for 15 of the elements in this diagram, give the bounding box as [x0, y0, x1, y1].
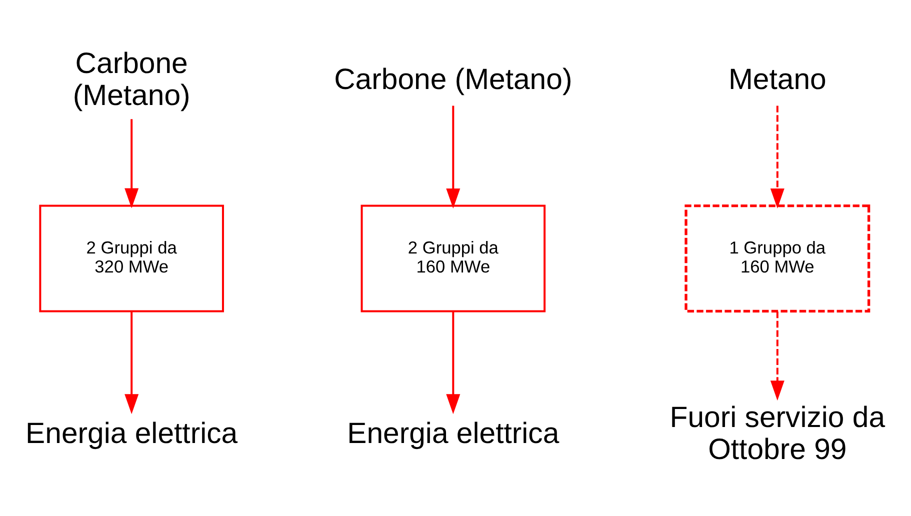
arrow: [124, 311, 139, 414]
arrow: [446, 311, 460, 414]
node-text: Fuori servizio da Ottobre 99: [670, 400, 886, 466]
arrow: [446, 105, 460, 208]
node-text: Carbone (Metano): [72, 46, 190, 112]
node-text: Energia elettrica: [26, 416, 238, 450]
node-box: 2 Gruppi da 320 MWe: [39, 204, 224, 312]
arrow: [124, 118, 139, 208]
node-box: 1 Gruppo da 160 MWe: [684, 204, 870, 312]
node-box: 2 Gruppi da 160 MWe: [360, 204, 546, 312]
node-text: Carbone (Metano): [334, 62, 572, 96]
arrow: [770, 311, 784, 400]
arrow: [770, 105, 784, 208]
node-text: Energia elettrica: [347, 416, 560, 450]
node-text: Metano: [728, 62, 826, 96]
